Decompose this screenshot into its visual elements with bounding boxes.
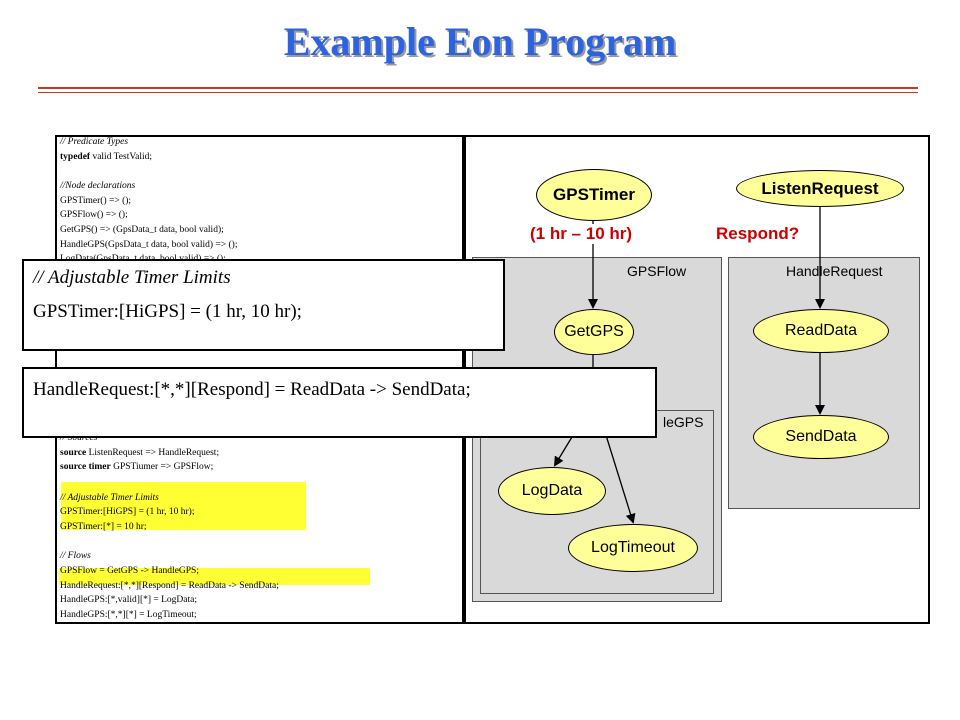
code-keyword: typedef [60, 152, 91, 162]
code-text: GPSTiumer => GPSFlow; [110, 462, 214, 472]
code-line: source ListenRequest => HandleRequest; [60, 448, 219, 459]
code-line: GPSFlow() => (); [60, 210, 128, 220]
node-readdata: ReadData [753, 309, 889, 353]
code-line: // Adjustable Timer Limits [60, 493, 159, 503]
code-line: GPSTimer() => (); [60, 196, 132, 206]
node-logtimeout: LogTimeout [568, 524, 698, 572]
title-rule-bottom [38, 92, 918, 93]
code-line: GPSTimer:[HiGPS] = (1 hr, 10 hr); [60, 507, 195, 517]
arrow-to-logtimeout [604, 431, 636, 524]
handlerequest-box-label: HandleRequest [786, 263, 883, 279]
timer-callout-comment: // Adjustable Timer Limits [33, 267, 231, 288]
node-listenrequest: ListenRequest [736, 170, 904, 207]
gpsflow-box-label: GPSFlow [627, 263, 687, 279]
timer-limits-callout: // Adjustable Timer Limits GPSTimer:[HiG… [22, 259, 505, 351]
code-line: GetGPS() => (GpsData_t data, bool valid)… [60, 225, 224, 235]
code-keyword: source [60, 448, 87, 458]
highlight-timer-limits [61, 482, 306, 530]
code-keyword: source timer [60, 462, 111, 472]
node-gpstimer: GPSTimer [536, 169, 652, 221]
code-line: // Predicate Types [60, 137, 129, 147]
timer-range-label: (1 hr – 10 hr) [530, 224, 633, 244]
code-line: source timer GPSTiumer => GPSFlow; [60, 462, 213, 473]
node-getgps: GetGPS [554, 309, 634, 355]
code-line: // Sources [60, 433, 98, 443]
code-line: GPSTimer:[*] = 10 hr; [60, 522, 147, 532]
node-logdata: LogData [498, 467, 606, 515]
code-line: typedef valid TestValid; [60, 152, 152, 163]
code-line: HandleRequest:[*,*][Respond] = ReadData … [60, 581, 279, 591]
code-line: HandleGPS(GpsData_t data, bool valid) =>… [60, 240, 238, 250]
code-line: GPSFlow = GetGPS -> HandleGPS; [60, 566, 199, 576]
code-line: //Node declarations [60, 181, 136, 191]
slide-title: Example Eon Program [283, 19, 677, 64]
highlight-handlerequest-flow [59, 568, 370, 585]
handlerequest-callout: HandleRequest:[*,*][Respond] = ReadData … [22, 367, 657, 438]
handlerequest-callout-code: HandleRequest:[*,*][Respond] = ReadData … [33, 379, 471, 400]
code-line: HandleGPS:[*,valid][*] = LogData; [60, 595, 198, 605]
code-text: valid TestValid; [90, 152, 153, 162]
code-line: HandleGPS:[*,*][*] = LogTimeout; [60, 610, 197, 620]
title-rule-top [38, 87, 918, 89]
timer-callout-code: GPSTimer:[HiGPS] = (1 hr, 10 hr); [33, 301, 302, 322]
respond-label: Respond? [716, 224, 800, 244]
code-line: // Flows [60, 551, 91, 561]
node-senddata: SendData [753, 415, 889, 459]
code-text: ListenRequest => HandleRequest; [86, 448, 220, 458]
handlegps-box-label: leGPS [663, 414, 704, 430]
